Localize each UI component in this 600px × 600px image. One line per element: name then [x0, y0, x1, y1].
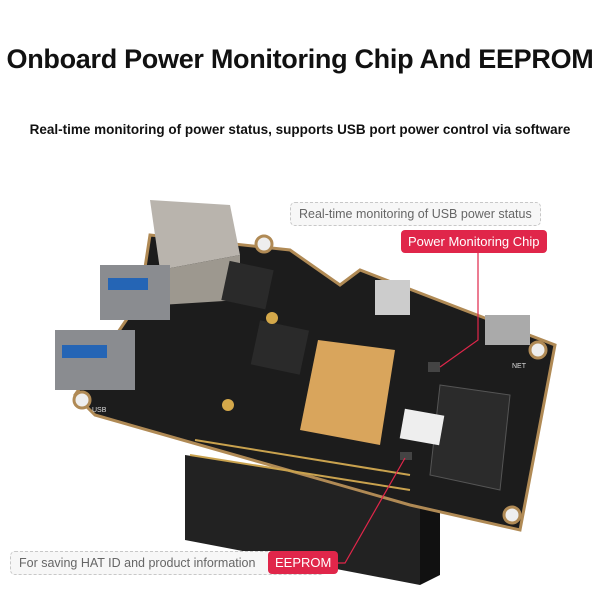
page-title: Onboard Power Monitoring Chip And EEPROM [6, 44, 594, 74]
ic-chip [221, 260, 274, 310]
thermal-pad [300, 340, 395, 445]
usb-port-2 [55, 330, 135, 390]
fpc-connector [399, 408, 445, 446]
usb-port-1 [100, 265, 170, 320]
ethernet-port [150, 200, 240, 270]
net-silk-label: NET [512, 363, 527, 370]
eeprom-chip [400, 452, 412, 460]
power-chip-leader-line [439, 252, 479, 368]
usb-power-note: Real-time monitoring of USB power status [290, 202, 541, 226]
m2-slot [429, 384, 511, 491]
power-monitoring-chip-tag: Power Monitoring Chip [401, 230, 547, 253]
usb-silk-label: USB [92, 407, 107, 414]
page-subtitle: Real-time monitoring of power status, su… [29, 122, 571, 137]
eeprom-tag: EEPROM [268, 551, 339, 574]
usb-c-port [485, 315, 530, 345]
gpio-pins [189, 439, 411, 491]
power-monitoring-chip [428, 362, 440, 372]
sim-slot [375, 280, 410, 315]
